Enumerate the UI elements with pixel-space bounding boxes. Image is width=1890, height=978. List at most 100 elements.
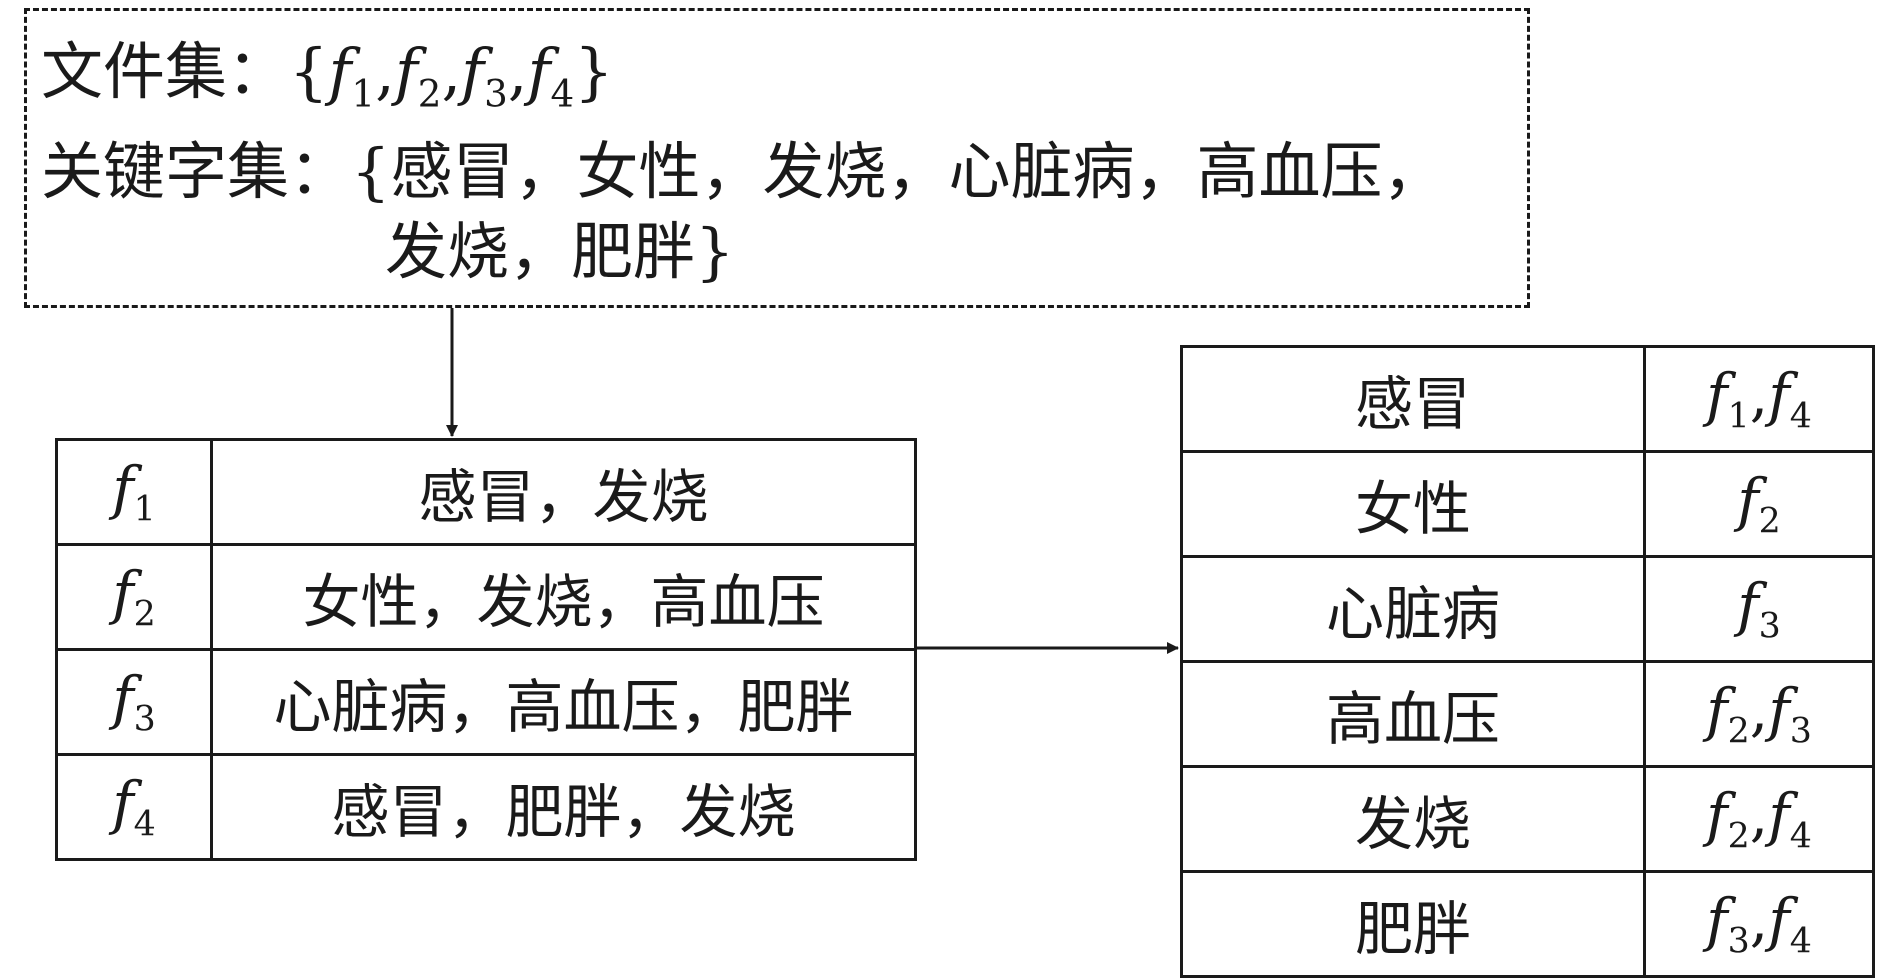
file-id: f3	[112, 664, 156, 740]
index-files-cell: f2	[1643, 450, 1875, 558]
index-file-item-base: f	[1737, 466, 1759, 535]
index-file-item-base: f	[1768, 676, 1790, 745]
index-file-item: f3	[1768, 676, 1812, 752]
index-file-item-sub: 4	[1789, 921, 1812, 962]
index-file-item-sub: 1	[1727, 396, 1750, 437]
file-id-cell: f1	[55, 438, 213, 546]
file-id-sub: 1	[133, 489, 156, 530]
keyword-set-label: 关键字集：	[41, 135, 352, 208]
file-set-label: 文件集：	[41, 35, 290, 108]
file-set-close-brace: }	[574, 35, 614, 108]
index-keyword-cell: 心脏病	[1180, 555, 1646, 663]
index-files-cell: f3,f4	[1643, 870, 1875, 978]
file-id: f1	[112, 454, 156, 530]
file-set-item-sub: 4	[550, 71, 575, 116]
index-file-item: f3	[1737, 571, 1781, 647]
file-set-line: 文件集：{f1,f2,f3,f4}	[41, 41, 614, 113]
index-file-item-sub: 2	[1758, 501, 1781, 542]
file-keywords-cell: 女性，发烧，高血压	[210, 543, 917, 651]
file-set-item-base: f	[527, 35, 551, 108]
file-set-item-sub: 2	[417, 71, 442, 116]
comma-separator: ,	[441, 35, 462, 108]
index-file-item-sub: 3	[1727, 921, 1750, 962]
file-set-item: f2	[394, 35, 442, 112]
comma-separator: ,	[507, 35, 528, 108]
file-id-base: f	[112, 664, 134, 733]
file-set-item: f1	[328, 35, 375, 112]
index-files-cell: f2,f3	[1643, 660, 1875, 768]
index-keyword-cell: 女性	[1180, 450, 1646, 558]
file-set-item-sub: 1	[351, 71, 376, 116]
file-set-item-base: f	[461, 35, 485, 108]
index-files-cell: f3	[1643, 555, 1875, 663]
index-file-item: f2	[1706, 781, 1750, 857]
index-file-item-base: f	[1706, 676, 1728, 745]
comma-separator: ,	[1749, 361, 1769, 430]
file-keywords-cell: 心脏病，高血压，肥胖	[210, 648, 917, 756]
index-file-item: f4	[1768, 781, 1812, 857]
file-id-sub: 4	[133, 804, 156, 845]
index-file-item-sub: 2	[1727, 711, 1750, 752]
file-set-list: f1,f2,f3,f4	[328, 35, 575, 112]
index-file-item: f4	[1768, 361, 1812, 437]
index-file-item-base: f	[1768, 781, 1790, 850]
file-id-cell: f3	[55, 648, 213, 756]
index-files-cell: f2,f4	[1643, 765, 1875, 873]
comma-separator: ,	[1749, 781, 1769, 850]
file-id-sub: 3	[133, 699, 156, 740]
index-keyword-cell: 肥胖	[1180, 870, 1646, 978]
file-table-row: f2 女性，发烧，高血压	[55, 543, 917, 651]
file-table-row: f1 感冒，发烧	[55, 438, 917, 546]
file-id-base: f	[112, 454, 134, 523]
index-file-item: f2	[1706, 676, 1750, 752]
index-files-cell: f1,f4	[1643, 345, 1875, 453]
index-file-item: f4	[1768, 886, 1812, 962]
file-set-item-base: f	[328, 35, 352, 108]
index-file-item-base: f	[1768, 886, 1790, 955]
index-file-item-sub: 2	[1727, 816, 1750, 857]
file-id-sub: 2	[133, 594, 156, 635]
file-set-open-brace: {	[289, 35, 329, 108]
file-id-cell: f4	[55, 753, 213, 861]
file-set-item-sub: 3	[484, 71, 508, 116]
file-set-item-base: f	[394, 35, 418, 108]
comma-separator: ,	[375, 35, 395, 108]
file-set-item: f3	[461, 35, 508, 112]
file-keywords-cell: 感冒，肥胖，发烧	[210, 753, 917, 861]
comma-separator: ,	[1749, 676, 1769, 745]
header-box: 文件集：{f1,f2,f3,f4} 关键字集：{感冒，女性，发烧，心脏病，高血压…	[24, 8, 1530, 308]
comma-separator: ,	[1749, 886, 1769, 955]
index-file-item-base: f	[1706, 781, 1728, 850]
index-file-item-base: f	[1768, 361, 1790, 430]
index-table-row: 心脏病 f3	[1180, 555, 1875, 663]
index-keyword-cell: 高血压	[1180, 660, 1646, 768]
index-keyword-cell: 感冒	[1180, 345, 1646, 453]
index-file-item-sub: 4	[1789, 396, 1812, 437]
file-id: f4	[112, 769, 156, 845]
index-file-item-base: f	[1737, 571, 1759, 640]
index-file-item-sub: 4	[1789, 816, 1812, 857]
index-file-item: f3	[1706, 886, 1750, 962]
index-file-item: f1	[1706, 361, 1750, 437]
file-id-base: f	[112, 559, 134, 628]
index-file-item-base: f	[1706, 886, 1728, 955]
file-table-row: f4 感冒，肥胖，发烧	[55, 753, 917, 861]
keyword-set-line: 关键字集：{感冒，女性，发烧，心脏病，高血压，	[41, 141, 1444, 203]
keyword-set-line1: {感冒，女性，发烧，心脏病，高血压，	[351, 135, 1445, 208]
index-file-item-sub: 3	[1758, 606, 1781, 647]
file-keywords-cell: 感冒，发烧	[210, 438, 917, 546]
file-set-item: f4	[527, 35, 575, 112]
file-id-cell: f2	[55, 543, 213, 651]
index-file-item-sub: 3	[1789, 711, 1812, 752]
file-table-row: f3 心脏病，高血压，肥胖	[55, 648, 917, 756]
file-id-base: f	[112, 769, 134, 838]
file-id: f2	[112, 559, 156, 635]
